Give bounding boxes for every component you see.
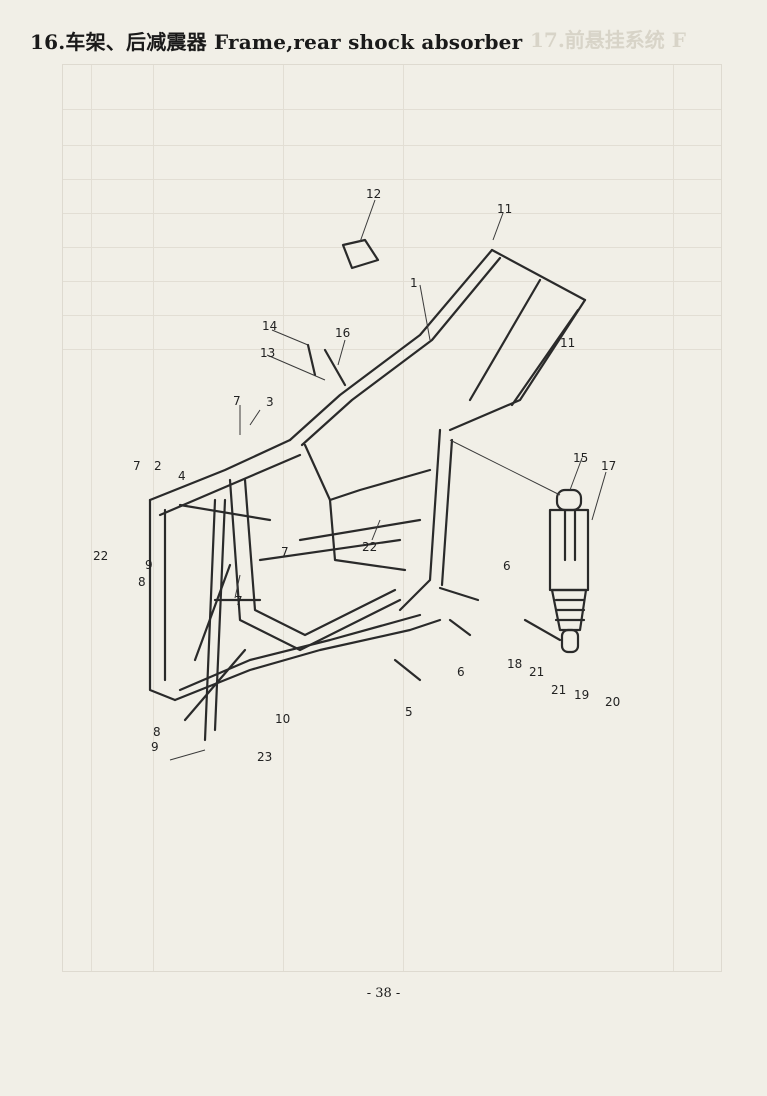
callout-label: 7 [235, 594, 243, 608]
callout-label: 20 [605, 695, 620, 709]
callout-label: 7 [281, 545, 289, 559]
frame-lines [148, 238, 590, 742]
page-title: 16.车架、后减震器 Frame,rear shock absorber [30, 30, 523, 54]
callout-label: 15 [573, 451, 588, 465]
page-number: - 38 - [366, 986, 401, 1001]
callout-label: 1 [410, 276, 418, 290]
callout-label: 22 [93, 549, 108, 563]
callout-label: 12 [366, 187, 381, 201]
callout-label: 6 [457, 665, 465, 679]
callout-label: 11 [560, 336, 575, 350]
callout-label: 19 [574, 688, 589, 702]
callout-label: 6 [503, 559, 511, 573]
callout-label: 16 [335, 326, 350, 340]
callout-label: 11 [497, 202, 512, 216]
callout-label: 13 [260, 346, 275, 360]
callout-label: 3 [266, 395, 274, 409]
callout-label: 2 [154, 459, 162, 473]
callout-label: 10 [275, 712, 290, 726]
callout-label: 8 [153, 725, 161, 739]
callout-label: 5 [405, 705, 413, 719]
bleed-through-parts-table [62, 64, 722, 972]
callout-label: 22 [362, 540, 377, 554]
diagram-callouts: 1 2 3 4 5 6 6 7 7 7 7 8 8 9 9 10 11 11 1… [93, 187, 620, 764]
callout-label: 21 [529, 665, 544, 679]
bleed-through-title: 17.前悬挂系统 F [530, 28, 686, 52]
callout-label: 4 [178, 469, 186, 483]
callout-label: 17 [601, 459, 616, 473]
callout-label: 14 [262, 319, 277, 333]
callout-label: 8 [138, 575, 146, 589]
callout-label: 7 [133, 459, 141, 473]
callout-label: 9 [151, 740, 159, 754]
callout-label: 7 [233, 394, 241, 408]
callout-label: 9 [145, 558, 153, 572]
leader-lines [169, 199, 607, 761]
callout-label: 23 [257, 750, 272, 764]
callout-label: 21 [551, 683, 566, 697]
callout-label: 18 [507, 657, 522, 671]
